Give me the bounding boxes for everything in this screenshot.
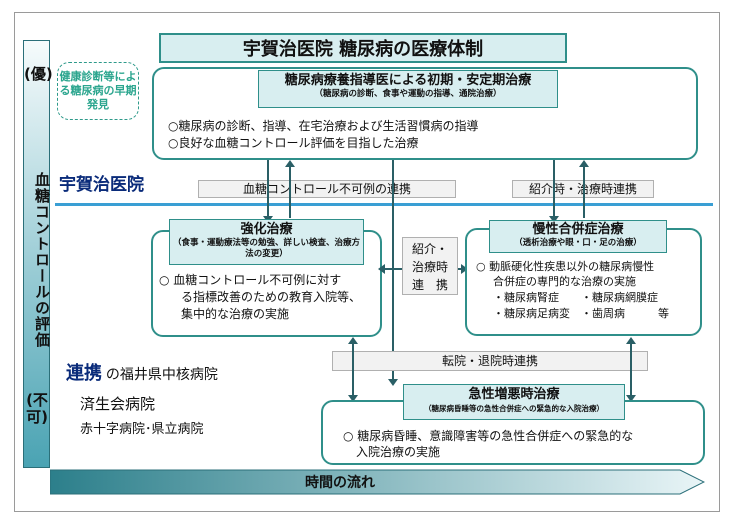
- arrow-chronic-to-top: [579, 160, 589, 218]
- intensive-line-3: 集中的な治療の実施: [181, 307, 290, 321]
- partner-head: 連携: [66, 363, 102, 384]
- chronic-treatment-subtitle: （透析治療や眼・口・足の治療）: [514, 238, 642, 248]
- intensive-line-1: ○ 血糖コントロール不可例に対す: [159, 273, 342, 287]
- evaluation-bar: [23, 40, 50, 468]
- chronic-treatment-header: 慢性合併症治療 （透析治療や眼・口・足の治療）: [489, 220, 667, 253]
- initial-treatment-header: 糖尿病療養指導医による初期・安定期治療 （糖尿病の診断、食事や運動の指導、通院治…: [258, 70, 558, 108]
- partner-line-1: 連携 の福井県中核病院: [66, 359, 218, 385]
- hospital-name: 宇賀治医院: [59, 175, 144, 195]
- initial-treatment-line-1: ○糖尿病の診断、指導、在宅治療および生活習慣病の指導: [168, 119, 479, 133]
- transfer-link-label: 転院・退院時連携: [332, 351, 648, 371]
- chronic-line-2: 合併症の専門的な治療の実施: [493, 275, 636, 288]
- axis-main-label: 血糖コントロールの評価: [33, 172, 51, 348]
- acute-line-2: 入院治療の実施: [356, 445, 441, 459]
- intensive-treatment-header: 強化治療 （食事・運動療法等の勉強、詳しい検査、治療方法の変更）: [169, 219, 364, 265]
- axis-top-label: (優): [24, 65, 53, 83]
- time-flow-arrow: [50, 469, 705, 495]
- blue-divider-line: [55, 203, 713, 206]
- intensive-treatment-subtitle: （食事・運動療法等の勉強、詳しい検査、治療方法の変更）: [172, 238, 360, 259]
- intensive-treatment-title: 強化治療: [240, 222, 293, 237]
- arrow-chronic-acute: [626, 337, 636, 402]
- partner-second: 済生会病院: [80, 395, 156, 413]
- initial-treatment-title: 糖尿病療養指導医による初期・安定期治療: [284, 73, 532, 88]
- chronic-line-4: ・糖尿病足病変 ・歯周病 等: [493, 307, 669, 320]
- arrow-top-to-chronic: [549, 160, 559, 223]
- partner-first: の福井県中核病院: [105, 367, 218, 383]
- acute-treatment-subtitle: （糖尿病昏睡等の急性合併症への緊急的な入院治療）: [424, 404, 604, 413]
- link-uncontrolled-label: 血糖コントロール不可例の連携: [198, 180, 456, 198]
- intensive-line-2: る指標改善のための教育入院等、: [181, 290, 362, 304]
- middle-link-label: 紹介・治療時連 携: [402, 237, 458, 295]
- acute-line-1: ○ 糖尿病昏睡、意識障害等の急性合併症への緊急的な: [343, 429, 634, 443]
- initial-treatment-subtitle: （糖尿病の診断、食事や運動の指導、通院治療）: [314, 89, 502, 99]
- acute-treatment-title: 急性増悪時治療: [468, 387, 560, 402]
- chronic-line-3: ・糖尿病腎症 ・糖尿病網膜症: [493, 291, 658, 304]
- initial-treatment-line-2: ○良好な血糖コントロール評価を目指した治療: [168, 136, 419, 150]
- arrow-top-to-intensive: [263, 160, 273, 223]
- diagram-title: 宇賀治医院 糖尿病の医療体制: [159, 33, 567, 63]
- acute-treatment-header: 急性増悪時治療 （糖尿病昏睡等の急性合併症への緊急的な入院治療）: [403, 384, 625, 420]
- arrow-intensive-acute: [348, 337, 358, 402]
- time-flow-label: 時間の流れ: [305, 475, 375, 491]
- chronic-line-1: ○ 動脈硬化性疾患以外の糖尿病慢性: [476, 260, 655, 273]
- axis-bottom-label: (不可): [26, 391, 48, 426]
- partner-third: 赤十字病院･県立病院: [80, 422, 204, 437]
- early-detection-note: 健康診断等による糖尿病の早期発見: [57, 62, 139, 120]
- arrow-top-to-acute: [388, 160, 398, 386]
- arrow-intensive-to-top: [285, 160, 295, 218]
- chronic-treatment-title: 慢性合併症治療: [532, 222, 624, 237]
